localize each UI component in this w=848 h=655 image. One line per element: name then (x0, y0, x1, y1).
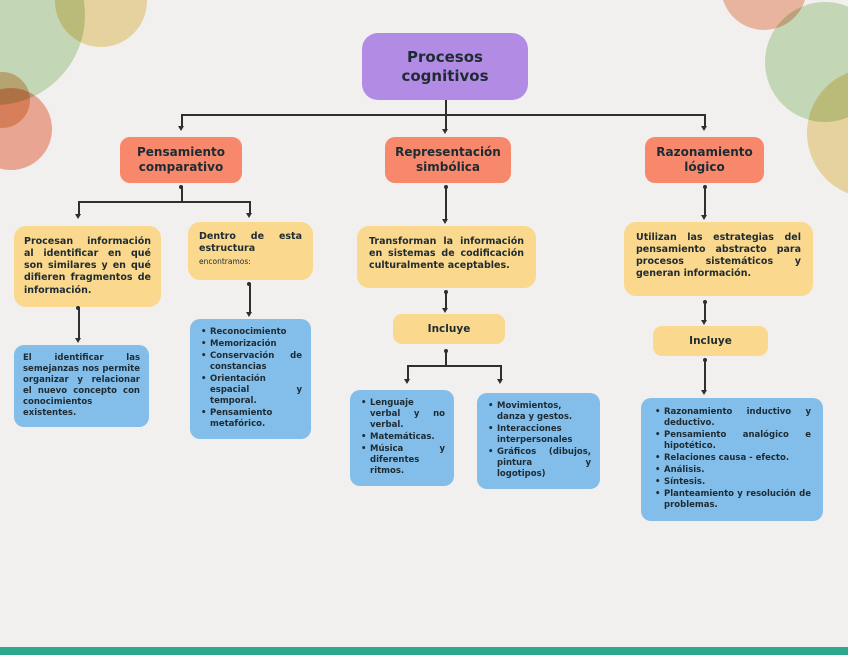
connector-line (445, 350, 447, 366)
decorative-circle-pink (0, 88, 52, 170)
arrowhead-icon (404, 379, 410, 384)
note-utilizan: Utilizan las estrategias del pensamiento… (624, 222, 813, 296)
note-transforman: Transforman la información en sistemas d… (357, 226, 536, 288)
connector-line (78, 201, 80, 214)
branch-header-simbolica: Representación simbólica (385, 137, 511, 183)
connector-line (249, 283, 251, 312)
note-subtext: encontramos: (199, 257, 251, 267)
connector-line (78, 307, 80, 338)
connector-line (445, 100, 447, 115)
list-lenguaje: Lenguaje verbal y no verbal. Matemáticas… (350, 390, 454, 487)
connector-line (704, 359, 706, 390)
root-topic-box: Procesos cognitivos (362, 33, 528, 100)
list-razonamiento: Razonamiento inductivo y deductivo. Pens… (641, 398, 823, 522)
note-dentro: Dentro de esta estructura encontramos: (188, 222, 313, 280)
incluye-label: Incluye (427, 323, 471, 335)
connector-line (407, 365, 502, 367)
arrowhead-icon (246, 213, 252, 218)
connector-line (249, 201, 251, 213)
list-estructura: Reconocimiento Memorización Conservación… (190, 319, 311, 440)
list-item: Relaciones causa - efecto. (653, 453, 811, 464)
list-item: Pensamiento metafórico. (199, 408, 302, 430)
arrowhead-icon (701, 215, 707, 220)
list-item: Planteamiento y resolución de problemas. (653, 489, 811, 511)
list-item: Reconocimiento (199, 327, 302, 338)
list-item: Orientación espacial y temporal. (199, 374, 302, 407)
connector-line (445, 114, 447, 129)
connector-line (500, 365, 502, 379)
list-item: Gráficos (dibujos, pintura y logotipos) (486, 447, 591, 480)
list-item: Movimientos, danza y gestos. (486, 401, 591, 423)
arrowhead-icon (442, 219, 448, 224)
list-item: Música y diferentes ritmos. (359, 444, 445, 477)
arrowhead-icon (442, 308, 448, 313)
connector-line (445, 291, 447, 308)
arrowhead-icon (701, 390, 707, 395)
list-item: Análisis. (653, 465, 811, 476)
arrowhead-icon (75, 214, 81, 219)
list-item: Razonamiento inductivo y deductivo. (653, 407, 811, 429)
list-item: Conservación de constancias (199, 351, 302, 373)
connector-line (704, 301, 706, 320)
connector-line (78, 201, 250, 203)
arrowhead-icon (178, 126, 184, 131)
note-procesan: Procesan información al identificar en q… (14, 226, 161, 307)
list-item: Interacciones interpersonales (486, 424, 591, 446)
incluye-label: Incluye (689, 335, 732, 347)
incluye-box-simbolica: Incluye (393, 314, 505, 344)
connector-line (181, 186, 183, 202)
root-topic-label: Procesos cognitivos (401, 47, 489, 85)
branch-header-logico: Razonamiento lógico (645, 137, 764, 183)
arrowhead-icon (75, 338, 81, 343)
note-text: Dentro de esta estructura (199, 231, 302, 255)
connector-line (407, 365, 409, 379)
branch-header-label: Pensamiento comparativo (137, 145, 225, 174)
note-text: Transforman la información en sistemas d… (369, 236, 524, 272)
connector-line (704, 186, 706, 215)
list-item: Pensamiento analógico e hipotético. (653, 430, 811, 452)
arrowhead-icon (442, 129, 448, 134)
footer-accent-bar (0, 647, 848, 655)
connector-line (445, 186, 447, 219)
arrowhead-icon (701, 320, 707, 325)
list-item: Memorización (199, 339, 302, 350)
note-text: Utilizan las estrategias del pensamiento… (636, 232, 801, 280)
list-movimientos: Movimientos, danza y gestos. Interaccion… (477, 393, 600, 490)
branch-header-comparativo: Pensamiento comparativo (120, 137, 242, 183)
incluye-box-logico: Incluye (653, 326, 768, 356)
connector-line (181, 114, 183, 126)
arrowhead-icon (246, 312, 252, 317)
connector-line (181, 114, 705, 116)
arrowhead-icon (497, 379, 503, 384)
arrowhead-icon (701, 126, 707, 131)
branch-header-label: Razonamiento lógico (656, 145, 753, 174)
list-item: Lenguaje verbal y no verbal. (359, 398, 445, 431)
note-text: El identificar las semejanzas nos permit… (23, 353, 140, 419)
connector-line (704, 114, 706, 126)
note-text: Procesan información al identificar en q… (24, 236, 151, 296)
list-item: Síntesis. (653, 477, 811, 488)
branch-header-label: Representación simbólica (395, 145, 501, 174)
list-item: Matemáticas. (359, 432, 445, 443)
note-identificar: El identificar las semejanzas nos permit… (14, 345, 149, 428)
